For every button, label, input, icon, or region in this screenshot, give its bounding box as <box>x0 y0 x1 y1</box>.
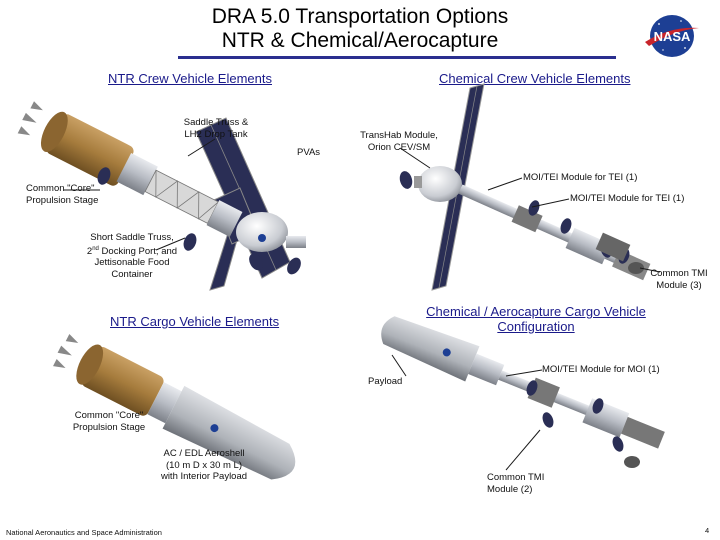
label-tmi-2-line-1: Common TMI <box>487 472 544 484</box>
label-transhab-line-1: TransHab Module, <box>344 130 454 142</box>
label-tmi-2: Common TMI Module (2) <box>487 472 544 495</box>
label-core-stage-line-1: Common "Core" <box>26 183 98 195</box>
label-moi-tei-moi: MOI/TEI Module for MOI (1) <box>542 364 660 376</box>
label-short-saddle-line-2: 2nd Docking Port, and <box>80 244 184 258</box>
label-moi-tei-2: MOI/TEI Module for TEI (1) <box>570 193 684 205</box>
label-cargo-core-stage: Common "Core" Propulsion Stage <box>62 410 156 433</box>
label-cargo-core-line-1: Common "Core" <box>62 410 156 422</box>
label-short-saddle: Short Saddle Truss, 2nd Docking Port, an… <box>80 232 184 280</box>
label-tmi-3-line-1: Common TMI <box>646 268 712 280</box>
label-core-stage-line-2: Propulsion Stage <box>26 195 98 207</box>
label-aeroshell: AC / EDL Aeroshell (10 m D x 30 m L) wit… <box>152 448 256 483</box>
label-aeroshell-line-3: with Interior Payload <box>152 471 256 483</box>
label-transhab-line-2: Orion CEV/SM <box>344 142 454 154</box>
label-pvas: PVAs <box>297 147 320 159</box>
label-tmi-3: Common TMI Module (3) <box>646 268 712 291</box>
chem-crew-vehicle <box>398 84 651 290</box>
label-payload: Payload <box>368 376 402 388</box>
label-core-stage: Common "Core" Propulsion Stage <box>26 183 98 206</box>
label-tmi-3-line-2: Module (3) <box>646 280 712 292</box>
footer-agency: National Aeronautics and Space Administr… <box>6 528 162 537</box>
label-short-saddle-line-1: Short Saddle Truss, <box>80 232 184 244</box>
label-moi-tei-1: MOI/TEI Module for TEI (1) <box>523 172 637 184</box>
label-short-saddle-ordinal-suffix: nd <box>92 246 99 252</box>
label-short-saddle-docking: Docking Port, and <box>99 246 177 257</box>
label-saddle-truss: Saddle Truss & LH2 Drop Tank <box>168 117 264 140</box>
label-short-saddle-line-4: Container <box>80 269 184 281</box>
label-transhab: TransHab Module, Orion CEV/SM <box>344 130 454 153</box>
page-number: 4 <box>705 526 709 535</box>
label-aeroshell-line-2: (10 m D x 30 m L) <box>152 460 256 472</box>
label-saddle-truss-line-1: Saddle Truss & <box>168 117 264 129</box>
label-cargo-core-line-2: Propulsion Stage <box>62 422 156 434</box>
label-saddle-truss-line-2: LH2 Drop Tank <box>168 129 264 141</box>
label-aeroshell-line-1: AC / EDL Aeroshell <box>152 448 256 460</box>
label-short-saddle-line-3: Jettisonable Food <box>80 257 184 269</box>
label-tmi-2-line-2: Module (2) <box>487 484 544 496</box>
chem-cargo-vehicle <box>375 310 668 468</box>
